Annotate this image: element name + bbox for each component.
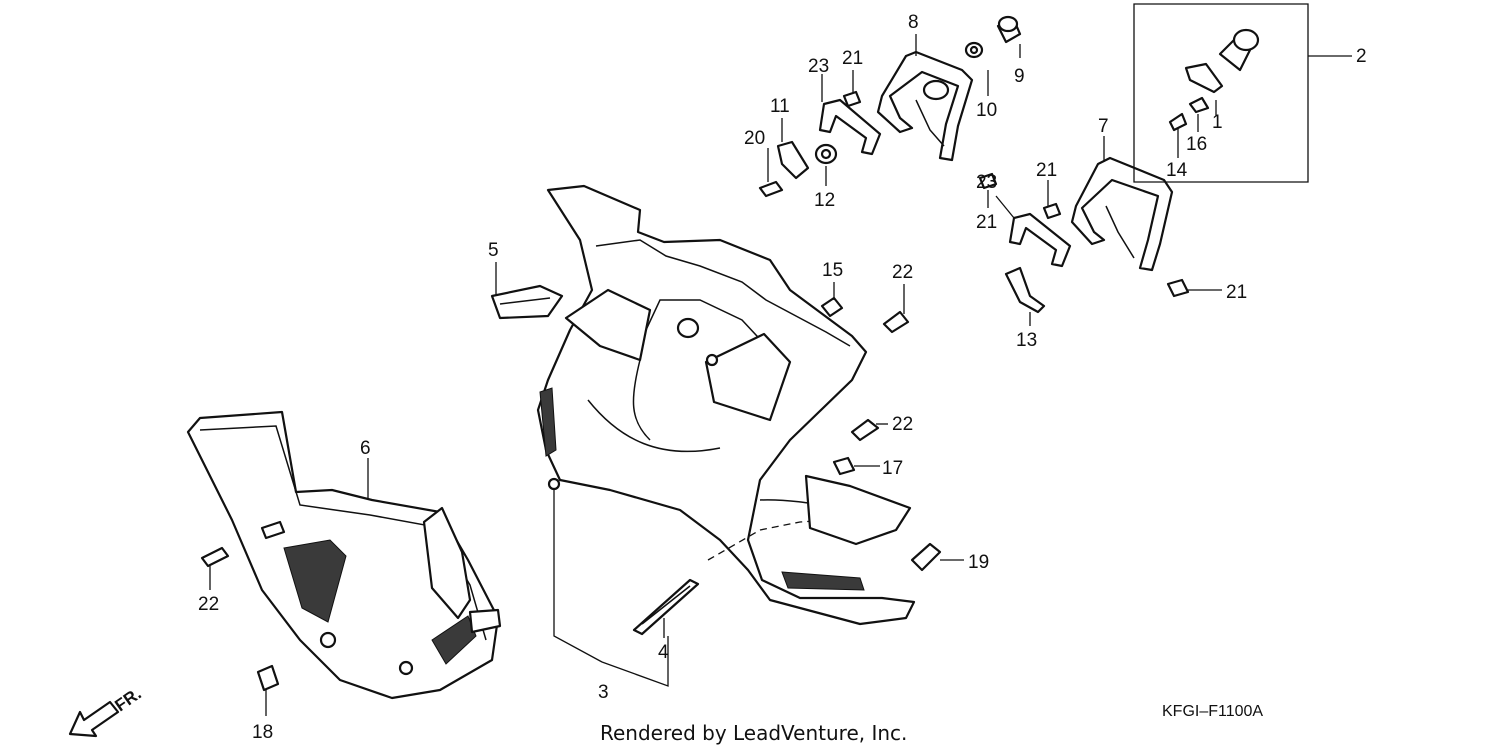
part-13-clip (1004, 266, 1046, 314)
callout-8: 8 (908, 12, 919, 33)
part-21-screw-a (842, 90, 862, 108)
front-direction-indicator: FR. (68, 684, 145, 738)
part-15-grommet (820, 296, 844, 318)
callout-14: 14 (1166, 160, 1188, 181)
callout-3: 3 (598, 682, 609, 703)
callout-12: 12 (814, 190, 835, 211)
part-7-bracket (1070, 156, 1174, 272)
part-23-clip-upper (818, 98, 882, 156)
part-21-screw-c (1042, 202, 1062, 220)
callout-labels: 1 2 3 4 5 6 7 8 9 10 11 12 13 14 15 16 1… (198, 12, 1367, 743)
callout-11: 11 (770, 96, 790, 117)
part-20-bolt (758, 180, 784, 198)
callout-22-a: 22 (892, 262, 913, 283)
part-8-bracket (876, 50, 974, 162)
callout-19: 19 (968, 552, 989, 573)
callout-16: 16 (1186, 134, 1207, 155)
part-5-lid (490, 284, 564, 320)
part-17-nut (832, 456, 856, 476)
part-22-screw-upper (882, 310, 910, 334)
callout-4: 4 (658, 642, 669, 663)
part-22-screw-left (200, 546, 230, 568)
callout-9: 9 (1014, 66, 1025, 87)
callout-23-a: 23 (808, 56, 829, 77)
callout-20: 20 (744, 128, 765, 149)
leader-lines (209, 34, 1222, 716)
part-21-screw-d (1166, 278, 1190, 298)
callout-22-b: 22 (892, 414, 913, 435)
callout-21-b: 21 (1036, 160, 1057, 181)
part-21-screw-b (978, 172, 998, 190)
callout-2: 2 (1356, 46, 1367, 67)
callout-21-d: 21 (1226, 282, 1247, 303)
part-6-lower-cover (186, 410, 502, 700)
diagram-code: KFGI–F1100A (1162, 703, 1263, 720)
part-4-strip (632, 578, 700, 636)
callout-21-c: 21 (976, 212, 997, 233)
front-arrow-icon (68, 700, 120, 738)
callout-17: 17 (882, 458, 903, 479)
callout-18: 18 (252, 722, 273, 743)
callout-13: 13 (1016, 330, 1037, 351)
part-9-bolt (996, 15, 1022, 44)
part-11-plate (776, 140, 810, 180)
callout-15: 15 (822, 260, 843, 281)
callout-7: 7 (1098, 116, 1109, 137)
callout-5: 5 (488, 240, 499, 261)
footer-credit: Rendered by LeadVenture, Inc. (600, 721, 907, 745)
callout-22-c: 22 (198, 594, 219, 615)
part-18-clip (256, 664, 280, 692)
callout-23-b: 23 (976, 172, 997, 193)
callout-6: 6 (360, 438, 371, 459)
callout-10: 10 (976, 100, 997, 121)
part-2-group (1133, 3, 1352, 183)
part-12-grommet (814, 143, 838, 165)
callout-21-a: 21 (842, 48, 863, 69)
part-22-screw-mid (850, 418, 880, 442)
part-3-front-inner-cover (536, 184, 916, 626)
part-23-clip-lower (1008, 212, 1072, 268)
part-10-washer (964, 41, 984, 59)
part-19-bolt (910, 542, 942, 572)
callout-1: 1 (1212, 112, 1223, 133)
